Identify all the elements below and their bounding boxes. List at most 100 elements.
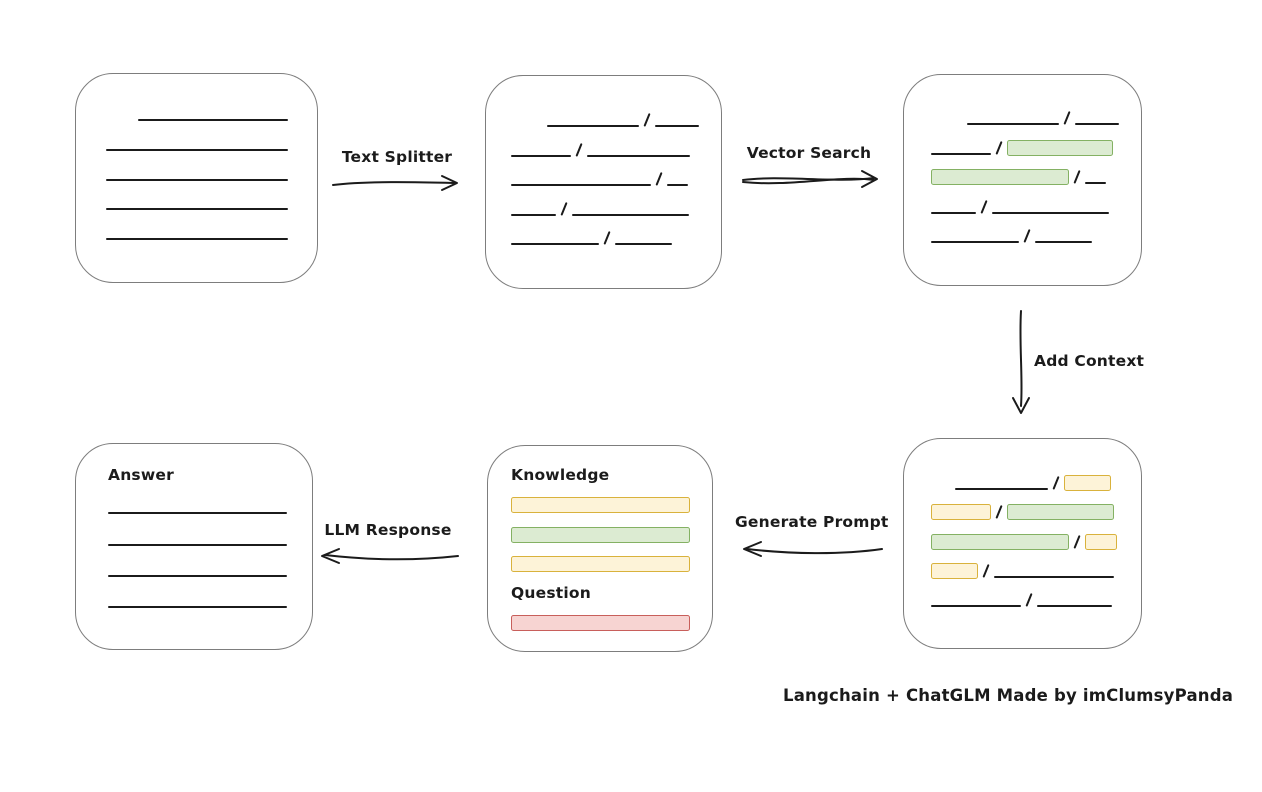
box-row (511, 613, 690, 631)
box-row (108, 591, 287, 609)
spacer (931, 490, 955, 491)
box-row (511, 199, 699, 217)
left-arrow-icon (321, 548, 459, 564)
text-line (1085, 182, 1107, 184)
text-line (106, 208, 288, 211)
text-line (587, 154, 691, 157)
box-row (931, 138, 1119, 156)
box-row (108, 529, 287, 547)
slash-separator (1073, 170, 1081, 184)
box-row (511, 110, 700, 128)
matched-chunks-node (903, 74, 1142, 286)
spacer (106, 121, 138, 122)
box-row: Knowledge (511, 466, 690, 484)
box-row (106, 223, 289, 241)
yellow-chunk-bar (931, 504, 991, 521)
box-label: Answer (108, 466, 174, 484)
text-line (1075, 123, 1120, 125)
add-context-label: Add Context (1034, 352, 1145, 370)
text-line (667, 184, 689, 186)
slash-separator (1025, 593, 1033, 607)
box-row (108, 560, 287, 578)
footer-credit: Langchain + ChatGLM Made by imClumsyPand… (783, 686, 1234, 705)
text-line (931, 605, 1021, 607)
box-row (511, 228, 699, 246)
text-line (931, 211, 976, 214)
generate-prompt-label: Generate Prompt (735, 513, 889, 531)
box-row (106, 193, 289, 211)
text-line (955, 488, 1048, 490)
yellow-chunk-bar (931, 562, 978, 579)
green-chunk-bar (511, 526, 690, 543)
box-row (931, 108, 1120, 126)
box-row (511, 495, 690, 514)
right-arrow-icon (332, 175, 458, 191)
box-row (108, 497, 287, 515)
green-chunk-bar (1007, 504, 1115, 521)
slash-separator (655, 172, 663, 186)
box-row (931, 590, 1119, 608)
slash-separator (995, 140, 1003, 155)
text-line (992, 211, 1110, 214)
context-chunks-node (903, 438, 1142, 649)
right-arrow-icon (742, 170, 878, 188)
down-arrow-icon (1012, 310, 1030, 414)
text-line (108, 543, 287, 546)
slash-separator (643, 113, 651, 127)
text-line (572, 213, 690, 216)
llm-response-label: LLM Response (324, 521, 452, 539)
text-line (511, 154, 571, 157)
text-line (108, 606, 287, 608)
box-row (106, 164, 289, 182)
box-row (931, 473, 1119, 491)
text-line (966, 123, 1059, 125)
yellow-chunk-bar (511, 497, 690, 514)
text-line (106, 148, 288, 151)
spacer (931, 125, 967, 126)
slash-separator (995, 505, 1003, 520)
green-chunk-bar (931, 169, 1069, 185)
text-line (106, 178, 288, 181)
text-line (1035, 241, 1093, 243)
green-chunk-bar (1007, 139, 1114, 156)
text-line (615, 243, 673, 245)
text-line (511, 184, 651, 186)
box-row: Answer (108, 466, 287, 484)
spacer (511, 127, 547, 128)
box-row (511, 554, 690, 573)
box-row (931, 532, 1119, 550)
slash-separator (1063, 111, 1071, 125)
answer-node: Answer (75, 443, 313, 650)
text-line (106, 238, 288, 240)
text-splitter-label: Text Splitter (341, 148, 453, 166)
text-line (138, 119, 288, 121)
green-chunk-bar (931, 533, 1069, 550)
box-row: Question (511, 584, 690, 602)
text-line (1037, 605, 1113, 607)
box-label: Question (511, 583, 591, 602)
text-line (511, 243, 599, 245)
slash-separator (575, 142, 583, 157)
box-row (511, 169, 699, 187)
vector-search-label: Vector Search (746, 144, 872, 162)
box-row (931, 197, 1119, 215)
yellow-chunk-bar (1064, 475, 1112, 491)
box-row (931, 167, 1119, 185)
slash-separator (1073, 534, 1081, 549)
text-line (108, 574, 287, 577)
slash-separator (603, 231, 611, 245)
box-label: Knowledge (511, 466, 610, 484)
slash-separator (980, 199, 988, 214)
slash-separator (1023, 229, 1031, 243)
yellow-chunk-bar (1085, 533, 1118, 550)
text-line (931, 152, 991, 155)
text-line (655, 125, 700, 127)
slash-separator (1052, 476, 1060, 490)
left-arrow-icon (743, 541, 883, 557)
text-line (108, 512, 287, 515)
yellow-chunk-bar (511, 556, 690, 573)
box-row (931, 561, 1119, 579)
box-row (931, 502, 1119, 521)
